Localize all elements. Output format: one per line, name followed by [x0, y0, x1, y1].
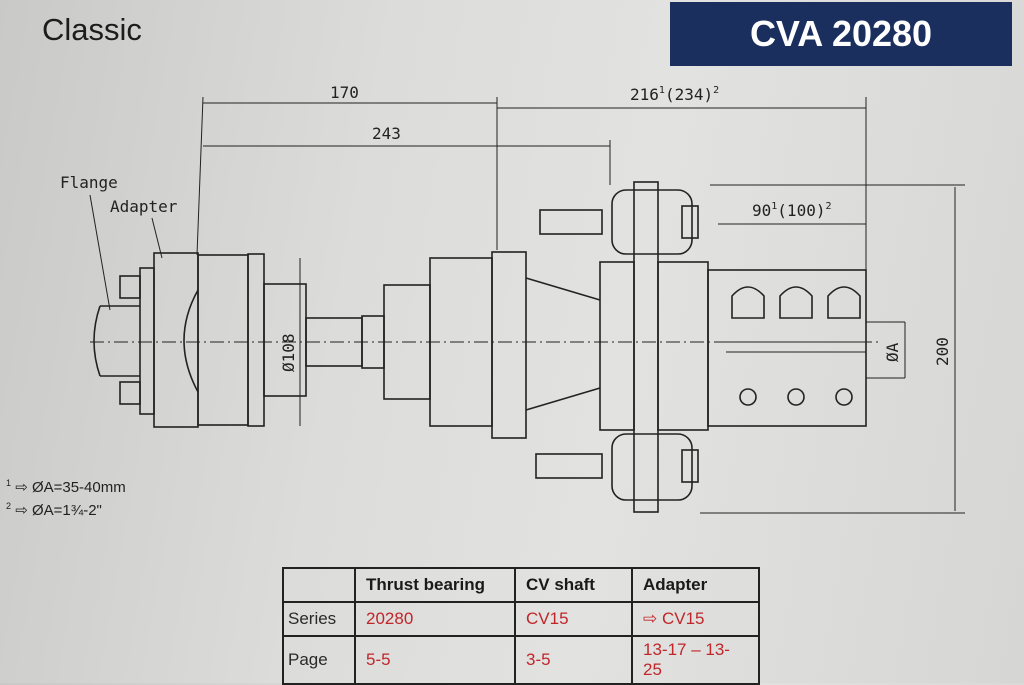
footnote-2: 2 ⇨ ØA=1¾-2"	[6, 501, 102, 519]
flange-part	[93, 267, 155, 415]
dimension-243: 243	[372, 124, 401, 143]
reference-table: Thrust bearing CV shaft Adapter Series 2…	[282, 567, 760, 685]
cv-shaft	[305, 181, 709, 513]
flange-label: Flange	[60, 173, 118, 192]
table-row: Page 5-5 3-5 13-17 – 13-25	[282, 635, 760, 685]
footnotes: 1 ⇨ ØA=35-40mm 2 ⇨ ØA=1¾-2"	[6, 474, 126, 520]
thrust-bearing	[183, 253, 307, 427]
dimension-200: 200	[933, 337, 952, 366]
dimension-lines	[203, 102, 956, 511]
dimension-108: Ø108	[279, 333, 298, 372]
bolts	[535, 189, 699, 501]
dimension-90: 901(100)2	[752, 201, 832, 220]
footnote-1: 1 ⇨ ØA=35-40mm	[6, 478, 126, 496]
page-title: Classic	[42, 12, 142, 47]
dimension-216: 2161(234)2	[630, 85, 719, 104]
dimension-A: ØA	[883, 342, 902, 362]
table-header-row: Thrust bearing CV shaft Adapter	[282, 567, 760, 603]
extension-lines	[196, 96, 965, 514]
adapter-label: Adapter	[110, 197, 178, 216]
dimension-170: 170	[330, 83, 359, 102]
model-badge: CVA 20280	[670, 2, 1012, 66]
clamp-hub	[707, 269, 867, 427]
adapter-part	[153, 252, 199, 428]
table-row: Series 20280 CV15 ⇨ CV15	[282, 601, 760, 637]
